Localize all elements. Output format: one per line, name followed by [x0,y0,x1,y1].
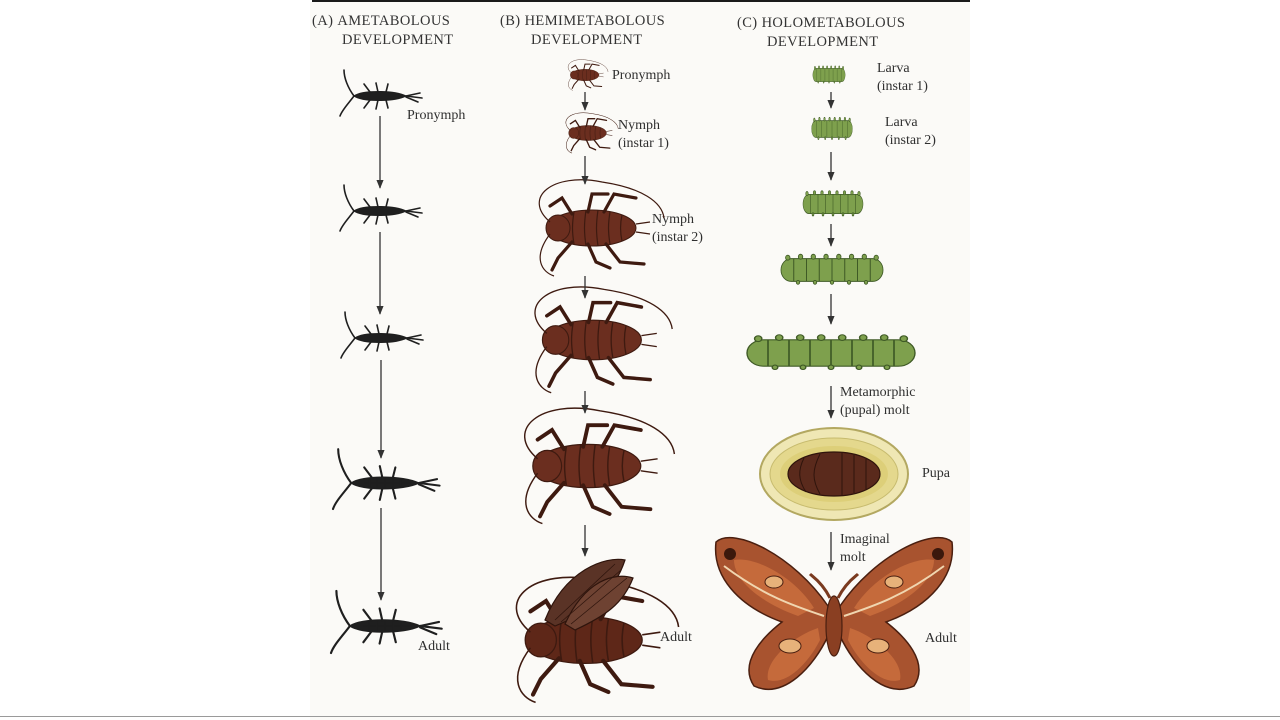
cricket-icon [539,180,664,276]
arrow-icon [380,116,381,600]
silverfish-icon [331,591,442,653]
silverfish-icon [340,70,422,116]
caterpillar-icon [812,117,853,139]
caterpillar-icon [747,335,915,370]
moth-icon [716,538,953,690]
silverfish-icon [341,312,423,358]
cricket-icon [516,559,678,702]
caterpillar-icon [813,66,845,83]
cricket-icon [525,408,675,523]
cricket-icon [568,60,608,91]
cricket-icon [566,113,618,153]
caterpillar-icon [803,191,863,216]
caterpillar-icon [781,254,883,284]
pupa-icon [760,428,908,520]
cricket-icon [535,287,672,393]
silverfish-icon [340,185,422,231]
silverfish-icon [333,449,440,509]
